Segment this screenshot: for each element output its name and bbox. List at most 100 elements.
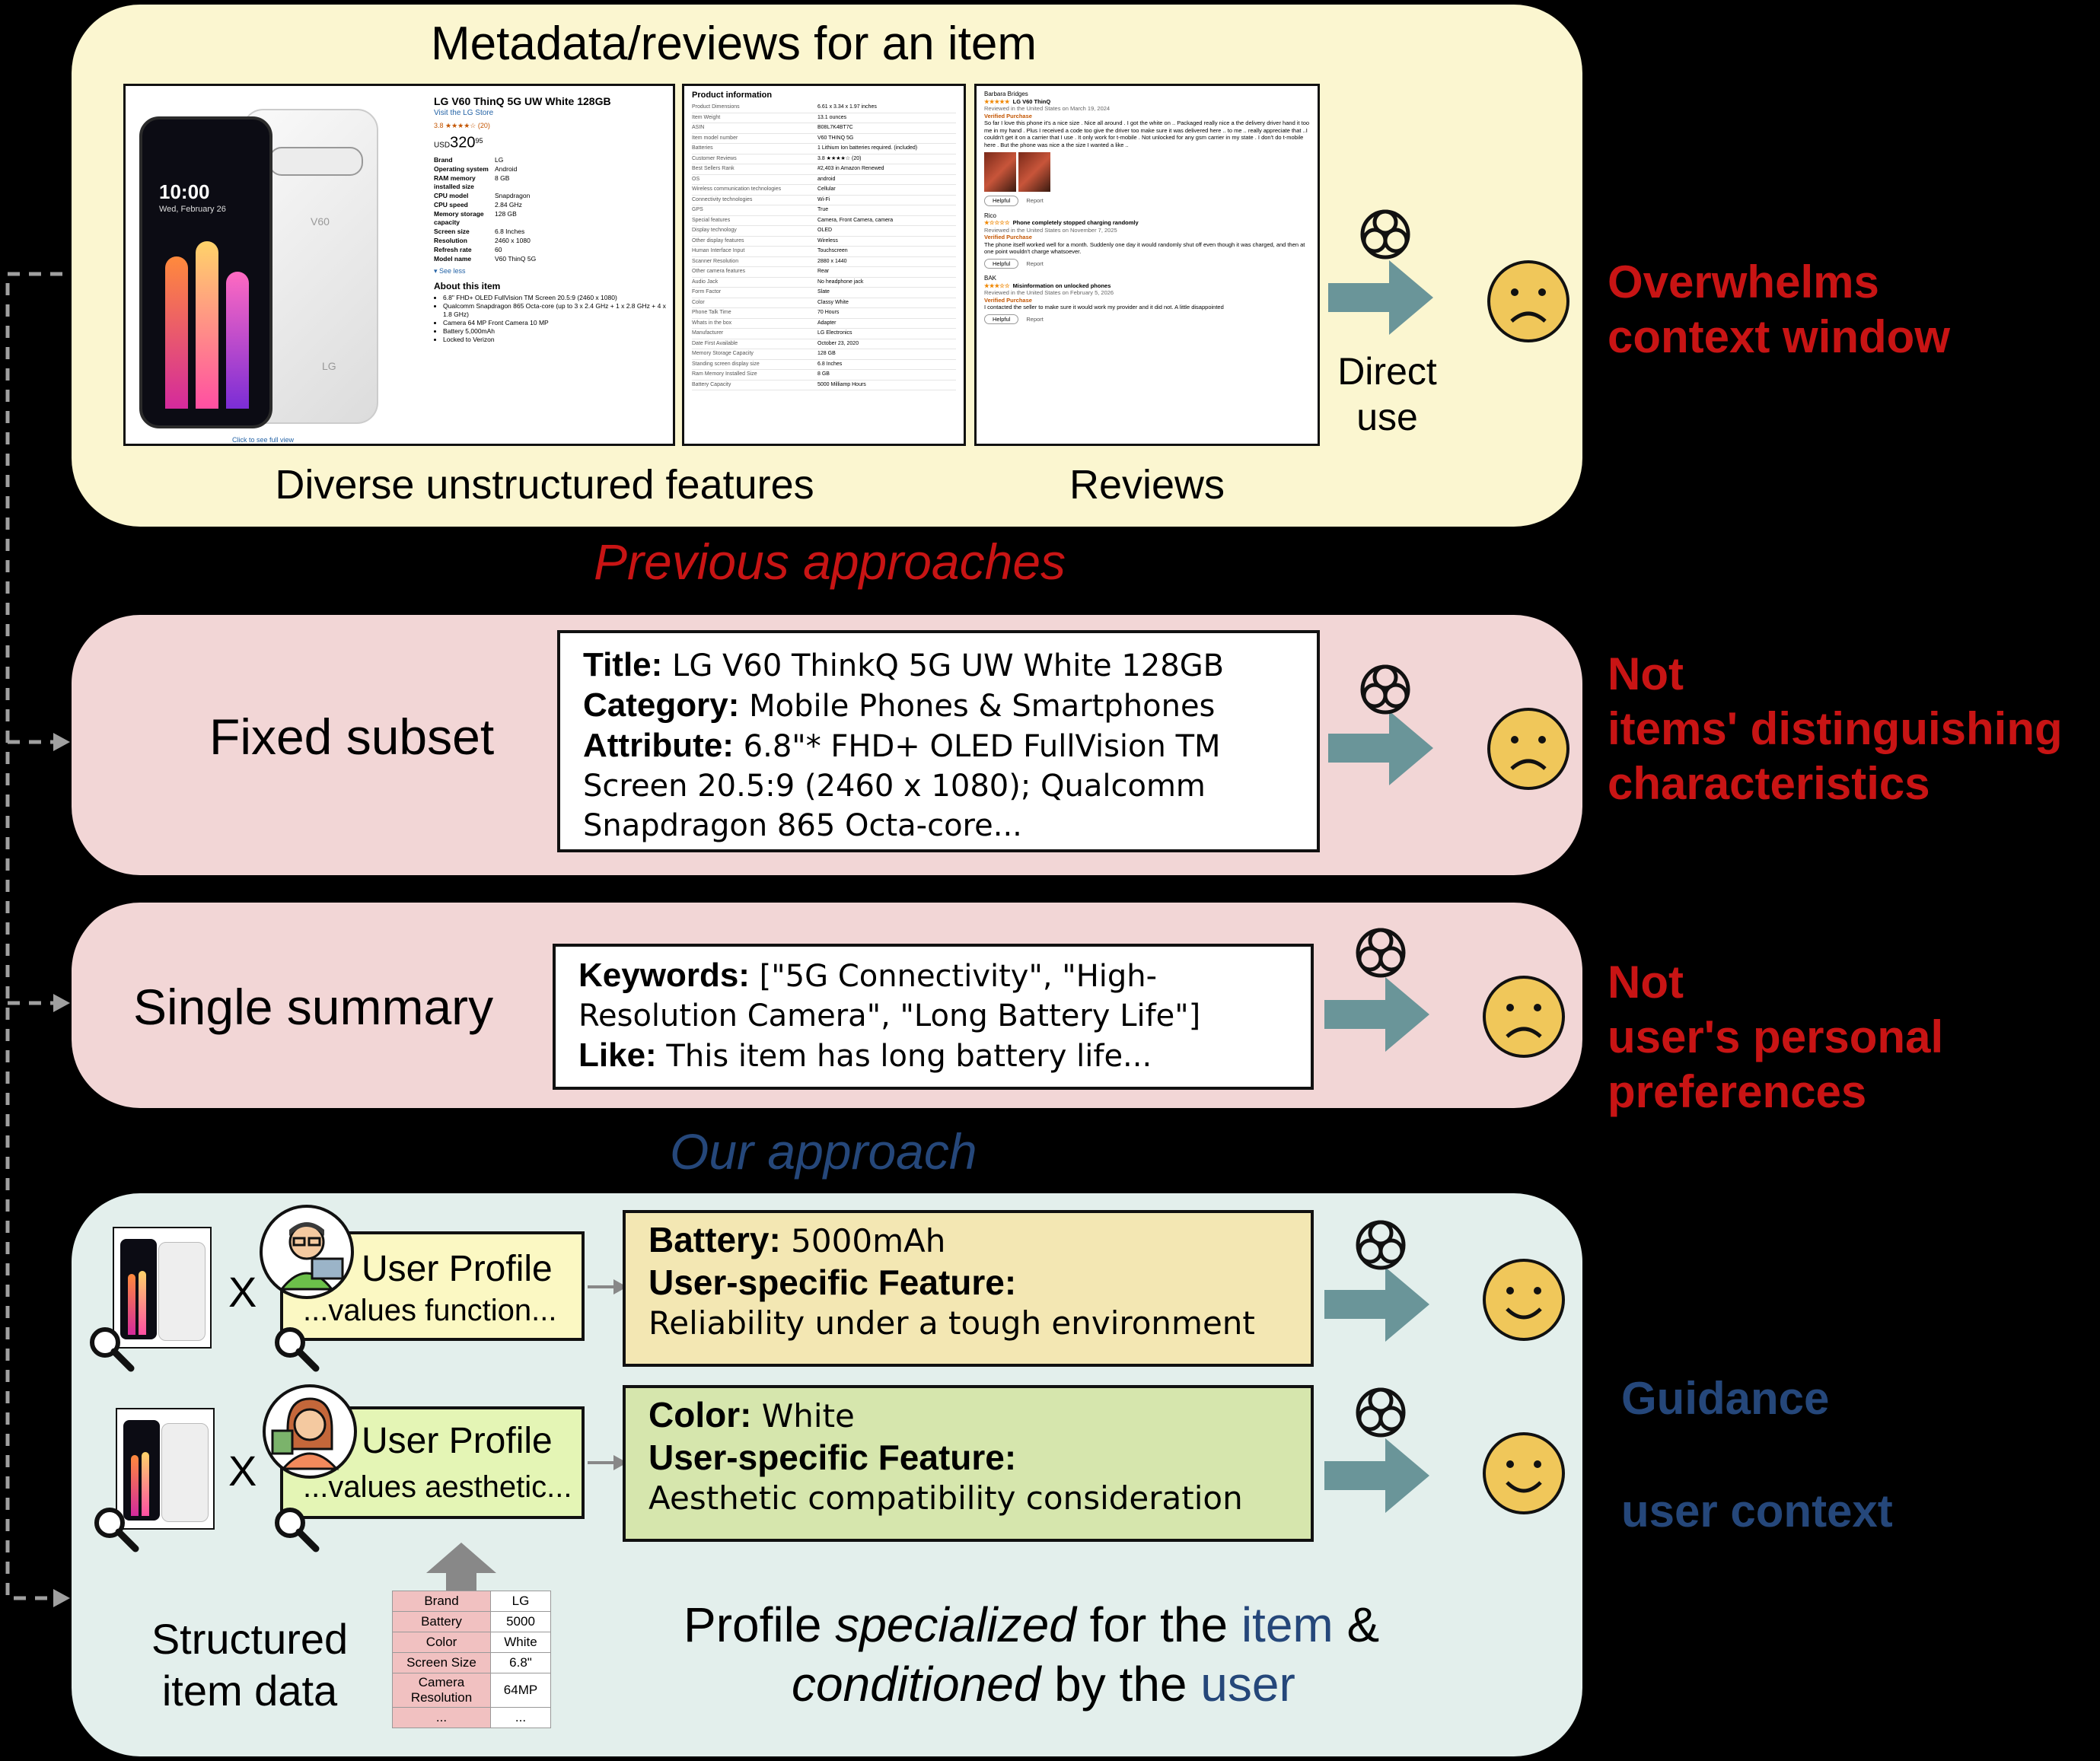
price-value: 320	[450, 134, 476, 151]
review-user: Barbara Bridges	[984, 91, 1028, 97]
output-box-1: Battery: 5000mAh User-specific Feature: …	[623, 1210, 1314, 1367]
report-link[interactable]: Report	[1026, 197, 1044, 204]
price-cents: 95	[475, 137, 483, 145]
battery-val: 5000mAh	[780, 1222, 946, 1259]
structured-row: ......	[392, 1707, 551, 1728]
like-key: Like:	[578, 1037, 657, 1074]
approach-caption: Profile specialized for the item & condi…	[684, 1597, 1380, 1712]
openai-icon	[1360, 664, 1410, 715]
category-key: Category:	[583, 686, 740, 724]
magnifier-icon	[94, 1508, 139, 1552]
product-store-link[interactable]: Visit the LG Store	[434, 109, 494, 117]
review-meta: Reviewed in the United States on Februar…	[984, 289, 1114, 296]
sad-face-icon	[1483, 976, 1565, 1058]
sad-face-icon	[1487, 260, 1569, 342]
user-feature-key-2: User-specific Feature:	[648, 1438, 1017, 1477]
dashed-connector	[5, 272, 70, 1607]
review-user: BAK	[984, 275, 997, 282]
right-arrow-icon	[1328, 711, 1433, 785]
user-feature-key-1: User-specific Feature:	[648, 1263, 1017, 1302]
about-list: 6.8" FHD+ OLED FullVision TM Screen 20.5…	[443, 294, 670, 344]
review-text: So far I love this phone it's a nice siz…	[984, 119, 1310, 148]
product-name: LG V60 ThinQ 5G UW White 128GB	[434, 95, 611, 107]
about-item: Camera 64 MP Front Camera 10 MP	[443, 319, 670, 327]
color-key: Color:	[648, 1395, 752, 1435]
our-approach-label: Our approach	[670, 1123, 977, 1180]
output-box-2: Color: White User-specific Feature: Aest…	[623, 1385, 1314, 1542]
arrow-icon	[588, 1279, 627, 1294]
up-arrow-icon	[426, 1543, 496, 1602]
product-click-full[interactable]: Click to see full view	[232, 436, 295, 444]
structured-label: Structured item data	[151, 1615, 349, 1715]
fixed-subset-box: Title: LG V60 ThinkQ 5G UW White 128GB C…	[557, 630, 1320, 852]
product-page-screenshot: V60 LG 10:00 Wed, February 26 Click to s…	[123, 84, 675, 446]
review-photos	[984, 152, 1310, 192]
magnifier-icon	[275, 1508, 320, 1552]
see-less-link[interactable]: ▾ See less	[434, 267, 466, 275]
helpful-button[interactable]: Helpful	[984, 258, 1019, 269]
category-val: Mobile Phones & Smartphones	[739, 689, 1216, 724]
phone-date: Wed, February 26	[159, 205, 226, 214]
review-verified: Verified Purchase	[984, 112, 1032, 119]
openai-icon	[1356, 928, 1406, 978]
fixed-subset-label: Fixed subset	[209, 709, 495, 765]
product-info-title: Product information	[692, 91, 773, 100]
keywords-val: ["5G Connectivity", "High-Resolution Cam…	[578, 959, 1201, 1033]
user-feature-val-2: Aesthetic compatibility consideration	[648, 1479, 1243, 1517]
user-context-text: user context	[1621, 1486, 1893, 1536]
about-item: Locked to Verizon	[443, 336, 670, 344]
arrow-icon	[588, 1455, 627, 1470]
user-avatar-icon	[260, 1205, 354, 1299]
helpful-button[interactable]: Helpful	[984, 196, 1019, 206]
right-arrow-icon	[1324, 1267, 1429, 1342]
user-avatar-icon	[263, 1384, 357, 1479]
about-item: 6.8" FHD+ OLED FullVision TM Screen 20.5…	[443, 294, 670, 302]
helpful-button[interactable]: Helpful	[984, 314, 1019, 324]
about-title: About this item	[434, 281, 501, 292]
review-title: Phone completely stopped charging random…	[1012, 219, 1139, 226]
price-prefix: USD	[434, 141, 451, 150]
battery-key: Battery:	[648, 1220, 781, 1259]
review-stars: ★★★★★	[984, 97, 1010, 105]
report-link[interactable]: Report	[1026, 260, 1044, 267]
happy-face-icon	[1483, 1259, 1565, 1341]
keywords-key: Keywords:	[578, 957, 750, 994]
happy-face-icon	[1483, 1432, 1565, 1514]
item-thumbnail-1	[113, 1227, 212, 1349]
review-verified: Verified Purchase	[984, 296, 1032, 304]
user-profile-text-2: ...values aesthetic...	[303, 1470, 572, 1504]
overwhelms-text: Overwhelms context window	[1608, 256, 1950, 362]
review-user: Rico	[984, 212, 997, 219]
review-meta: Reviewed in the United States on March 1…	[984, 105, 1111, 112]
report-link[interactable]: Report	[1026, 315, 1044, 323]
